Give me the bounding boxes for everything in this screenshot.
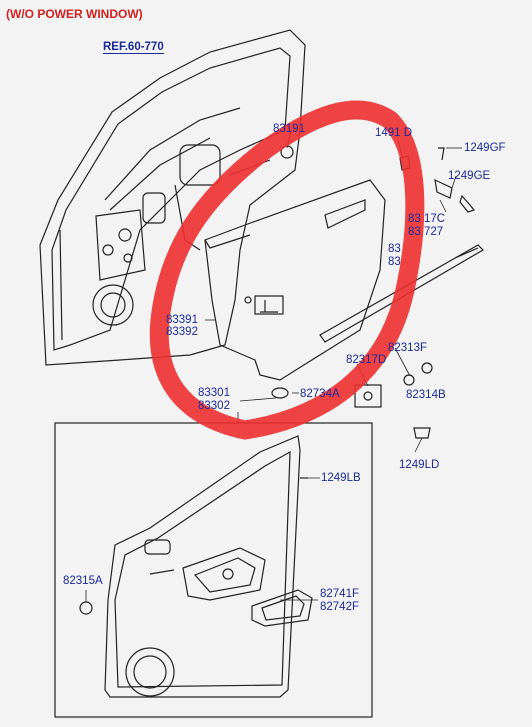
- part-83302[interactable]: 83302: [198, 400, 230, 412]
- part-83392[interactable]: 83392: [166, 326, 198, 338]
- part-1249lb[interactable]: 1249LB: [321, 472, 361, 484]
- red-annotation-circle: [149, 100, 425, 440]
- part-82315a[interactable]: 82315A: [63, 575, 103, 587]
- part-82313f[interactable]: 82313F: [388, 342, 428, 354]
- part-1249gf[interactable]: 1249GF: [464, 142, 506, 154]
- trim-panel-upper: [204, 145, 386, 381]
- part-1249ld[interactable]: 1249LD: [399, 459, 440, 471]
- part-82741f[interactable]: 82741F: [320, 588, 360, 600]
- belt-moulding: [319, 244, 484, 343]
- diagram-title: (W/O POWER WINDOW): [6, 7, 143, 21]
- part-82317d[interactable]: 82317D: [346, 354, 387, 366]
- part-1491d[interactable]: 1491 D: [375, 127, 413, 139]
- part-83391[interactable]: 83391: [166, 314, 198, 326]
- part-83191[interactable]: 83191: [273, 123, 305, 135]
- part-82742f[interactable]: 82742F: [320, 601, 360, 613]
- reference-label[interactable]: REF.60-770: [103, 41, 164, 54]
- part-83-upper[interactable]: 83: [388, 243, 401, 255]
- part-82314b[interactable]: 82314B: [406, 389, 446, 401]
- part-1249ge[interactable]: 1249GE: [448, 170, 491, 182]
- door-trim-panel: [104, 435, 301, 698]
- pull-handle: [251, 589, 313, 627]
- part-83-lower[interactable]: 83: [388, 256, 401, 268]
- part-83x727[interactable]: 83 727: [408, 226, 444, 238]
- part-83x17c[interactable]: 83 17C: [408, 213, 446, 225]
- part-82734a[interactable]: 82734A: [300, 388, 340, 400]
- part-83301[interactable]: 83301: [198, 387, 230, 399]
